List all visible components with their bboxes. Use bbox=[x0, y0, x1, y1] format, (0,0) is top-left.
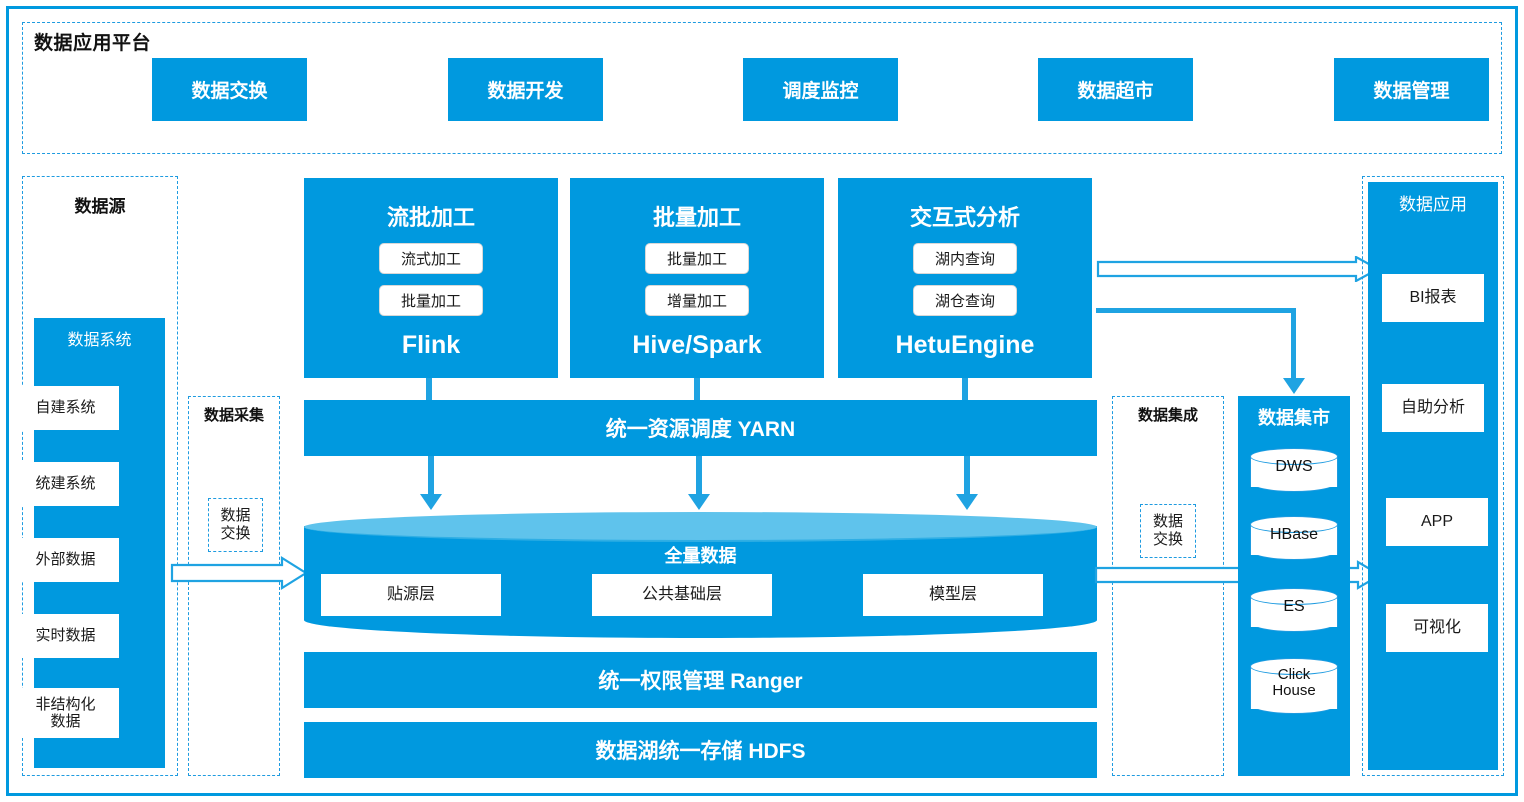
engine-pill-batch-processing[interactable]: 批量加工 bbox=[645, 243, 749, 274]
engine-card-batch[interactable]: 批量加工 批量加工 增量加工 Hive/Spark bbox=[570, 178, 824, 378]
data-lake-cylinder: 全量数据 贴源层 公共基础层 模型层 bbox=[304, 512, 1097, 638]
platform-card-data-exchange[interactable]: 数据交换 bbox=[152, 58, 307, 121]
data-collection-region bbox=[188, 396, 280, 776]
engine-title: 交互式分析 bbox=[909, 205, 1020, 230]
arrow-yarn-to-lake-1 bbox=[420, 456, 442, 510]
data-mart-store-clickhouse[interactable]: Click House bbox=[1250, 658, 1338, 718]
data-mart-store-es[interactable]: ES bbox=[1250, 588, 1338, 634]
data-source-item-realtime-data[interactable]: 实时数据 bbox=[12, 614, 119, 658]
arrow-yarn-to-lake-2 bbox=[688, 456, 710, 510]
data-application-item-bi-report[interactable]: BI报表 bbox=[1382, 274, 1484, 322]
data-application-item-visualization[interactable]: 可视化 bbox=[1386, 604, 1488, 652]
data-application-region bbox=[1362, 176, 1504, 776]
data-source-item-self-built[interactable]: 自建系统 bbox=[12, 386, 119, 430]
data-collection-exchange-box[interactable]: 数据 交换 bbox=[208, 498, 263, 552]
store-label: ES bbox=[1283, 598, 1305, 615]
data-application-item-self-service-analysis[interactable]: 自助分析 bbox=[1382, 384, 1484, 432]
lake-top-ellipse bbox=[304, 512, 1097, 542]
hdfs-storage-bar: 数据湖统一存储 HDFS bbox=[304, 722, 1097, 778]
lake-layer-source[interactable]: 贴源层 bbox=[321, 574, 501, 616]
arrow-hetuengine-to-mart-vertical bbox=[1291, 308, 1296, 380]
arrow-collection-to-lake bbox=[170, 556, 309, 590]
data-application-platform-region bbox=[22, 22, 1502, 154]
data-source-item-unified-built[interactable]: 统建系统 bbox=[12, 462, 119, 506]
engine-footer-hetuengine: HetuEngine bbox=[895, 331, 1035, 359]
arrow-hetuengine-to-mart-head bbox=[1283, 378, 1305, 394]
lake-layer-model[interactable]: 模型层 bbox=[863, 574, 1043, 616]
connector-flink-to-yarn bbox=[426, 378, 432, 400]
engine-pill-lakehouse-query[interactable]: 湖仓查询 bbox=[913, 285, 1017, 316]
data-lake-title: 全量数据 bbox=[664, 546, 737, 566]
yarn-resource-scheduler-bar: 统一资源调度 YARN bbox=[304, 400, 1097, 456]
data-application-panel: 数据应用 bbox=[1368, 182, 1498, 770]
engine-footer-flink: Flink bbox=[401, 331, 461, 359]
platform-card-data-supermarket[interactable]: 数据超市 bbox=[1038, 58, 1193, 121]
engine-footer-hive-spark: Hive/Spark bbox=[632, 331, 762, 359]
arrow-yarn-to-lake-3 bbox=[956, 456, 978, 510]
store-label: HBase bbox=[1269, 526, 1319, 543]
engine-title: 批量加工 bbox=[652, 205, 741, 230]
data-source-title: 数据源 bbox=[74, 197, 126, 216]
engine-pill-batch-processing[interactable]: 批量加工 bbox=[379, 285, 483, 316]
data-mart-store-hbase[interactable]: HBase bbox=[1250, 516, 1338, 562]
data-source-item-external-data[interactable]: 外部数据 bbox=[12, 538, 119, 582]
data-mart-panel: 数据集市 DWS HBase ES Click House bbox=[1238, 396, 1350, 776]
engine-pill-stream-processing[interactable]: 流式加工 bbox=[379, 243, 483, 274]
store-label: Click House bbox=[1272, 666, 1316, 699]
arrow-hetuengine-to-bi-report bbox=[1096, 256, 1381, 282]
platform-title: 数据应用平台 bbox=[34, 33, 152, 54]
engine-title: 流批加工 bbox=[386, 205, 475, 230]
platform-card-data-management[interactable]: 数据管理 bbox=[1334, 58, 1489, 121]
data-integration-title: 数据集成 bbox=[1137, 407, 1198, 424]
platform-card-data-development[interactable]: 数据开发 bbox=[448, 58, 603, 121]
diagram-outer-frame bbox=[6, 6, 1518, 796]
data-application-title: 数据应用 bbox=[1399, 195, 1467, 214]
engine-pill-in-lake-query[interactable]: 湖内查询 bbox=[913, 243, 1017, 274]
lake-layer-common-base[interactable]: 公共基础层 bbox=[592, 574, 772, 616]
data-integration-region bbox=[1112, 396, 1224, 776]
data-mart-title: 数据集市 bbox=[1258, 408, 1330, 428]
data-application-item-app[interactable]: APP bbox=[1386, 498, 1488, 546]
data-source-item-unstructured-data[interactable]: 非结构化 数据 bbox=[12, 688, 119, 738]
store-label: DWS bbox=[1275, 458, 1313, 475]
arrow-hetuengine-to-mart-horizontal bbox=[1096, 308, 1292, 313]
engine-card-stream-batch[interactable]: 流批加工 流式加工 批量加工 Flink bbox=[304, 178, 558, 378]
connector-hetuengine-to-yarn bbox=[962, 378, 968, 400]
data-collection-title: 数据采集 bbox=[203, 407, 264, 424]
engine-pill-incremental-processing[interactable]: 增量加工 bbox=[645, 285, 749, 316]
data-integration-exchange-box[interactable]: 数据 交换 bbox=[1140, 504, 1196, 558]
data-system-title: 数据系统 bbox=[67, 332, 132, 349]
engine-card-interactive-analysis[interactable]: 交互式分析 湖内查询 湖仓查询 HetuEngine bbox=[838, 178, 1092, 378]
platform-card-schedule-monitor[interactable]: 调度监控 bbox=[743, 58, 898, 121]
ranger-permission-bar: 统一权限管理 Ranger bbox=[304, 652, 1097, 708]
data-mart-store-dws[interactable]: DWS bbox=[1250, 448, 1338, 494]
connector-hivespark-to-yarn bbox=[694, 378, 700, 400]
